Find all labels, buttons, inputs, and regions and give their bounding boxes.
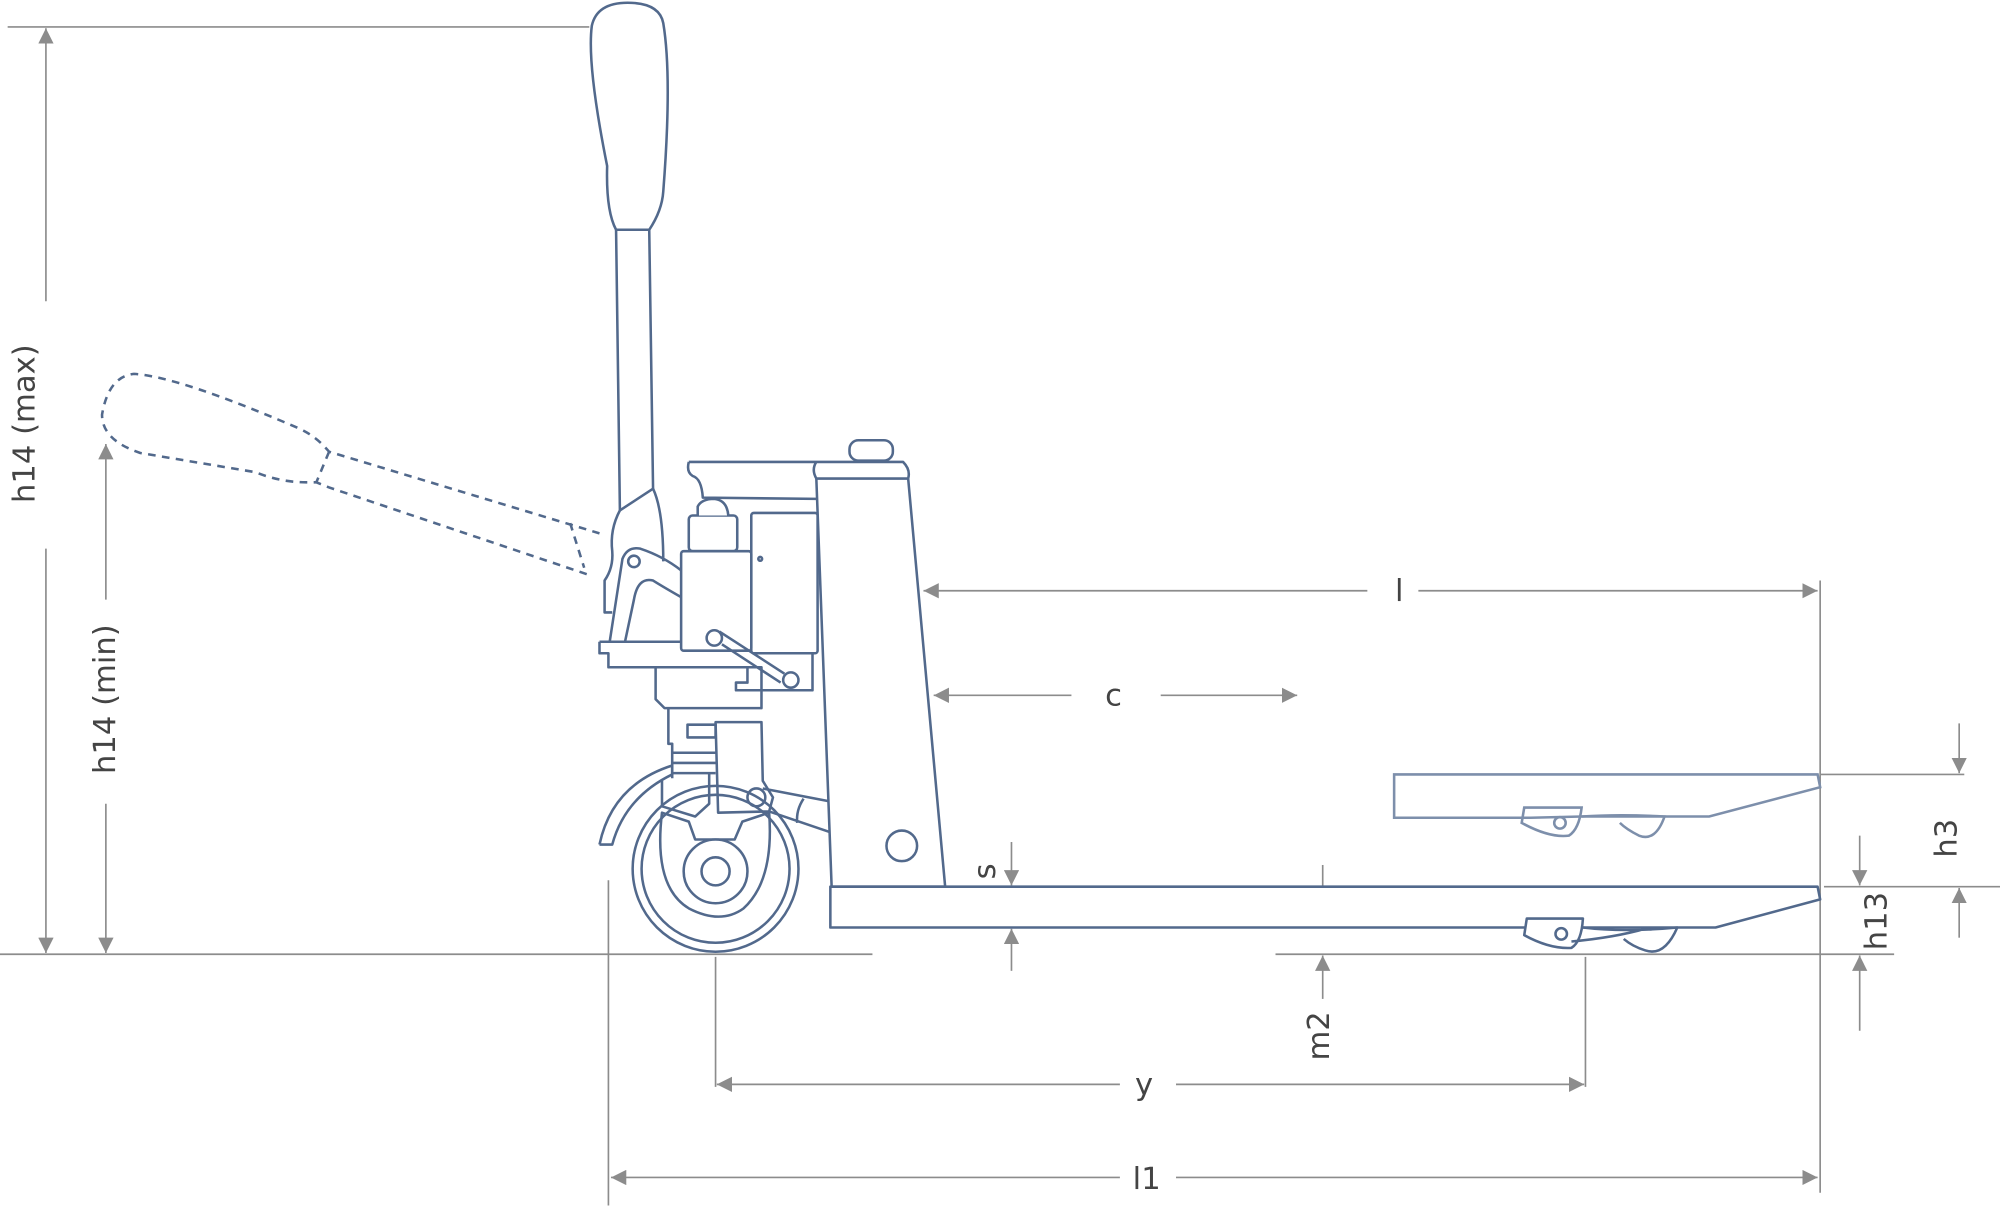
label-l1: l1 [1133, 1162, 1161, 1197]
label-s: s [968, 863, 1003, 879]
label-m2: m2 [1302, 1011, 1337, 1060]
dimension-arrows [38, 28, 1967, 1186]
handle-lowered-dashed [100, 372, 600, 576]
label-h14-min: h14 (min) [88, 624, 123, 774]
fork-lowered [829, 885, 1822, 953]
label-h14-max: h14 (max) [7, 344, 42, 503]
steer-wheel [598, 764, 800, 953]
label-h13: h13 [1859, 892, 1894, 950]
pump-body [598, 438, 947, 888]
handle [589, 1, 670, 614]
reference-lines [0, 26, 2000, 1206]
label-l: l [1395, 574, 1404, 609]
raised-fork [1392, 773, 1822, 839]
label-y: y [1135, 1068, 1153, 1103]
label-c: c [1105, 679, 1122, 714]
label-h3: h3 [1930, 819, 1965, 858]
